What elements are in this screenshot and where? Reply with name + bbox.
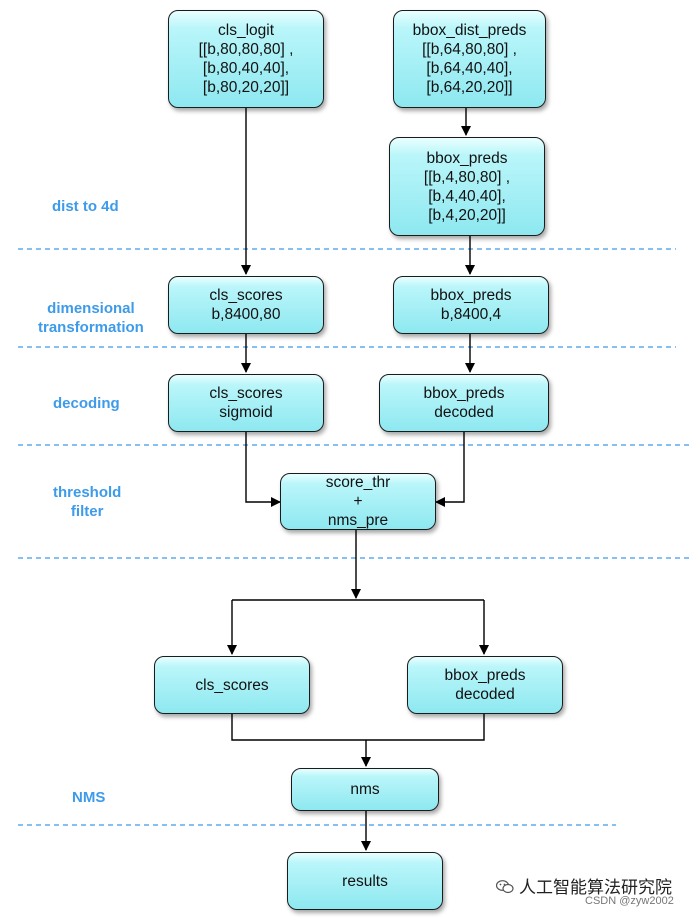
node-text: results xyxy=(342,872,388,890)
stage-label-text: decoding xyxy=(53,395,120,412)
node-score-thr-nms-pre: score_thr + nms_pre xyxy=(280,473,436,530)
node-text: cls_logit xyxy=(218,22,274,39)
node-text: bbox_preds xyxy=(444,667,526,684)
stage-label-dimensional-transformation: dimensional transformation xyxy=(38,299,144,337)
node-text: decoded xyxy=(434,404,494,421)
watermark: 人工智能算法研究院 xyxy=(496,873,672,898)
node-text: [b,4,20,20]] xyxy=(428,206,506,224)
credit-text: CSDN @zyw2002 xyxy=(585,895,674,907)
node-text: + xyxy=(353,493,363,510)
node-text: [b,4,40,40], xyxy=(428,187,506,205)
node-text: [b,64,20,20]] xyxy=(426,79,513,96)
node-text: cls_scores xyxy=(209,385,283,402)
stage-label-text: dist to 4d xyxy=(52,198,119,215)
node-text: cls_scores xyxy=(209,287,283,304)
stage-label-dist-to-4d: dist to 4d xyxy=(52,197,119,216)
node-text: score_thr xyxy=(325,474,391,491)
node-text: decoded xyxy=(455,686,515,703)
node-nms: nms xyxy=(291,768,439,811)
stage-label-text: dimensional xyxy=(47,300,135,317)
node-text: bbox_preds xyxy=(423,385,505,402)
node-text: bbox_dist_preds xyxy=(412,22,527,39)
arrow-decoded-to-threshold xyxy=(435,432,465,507)
node-text: sigmoid xyxy=(219,404,273,421)
node-results: results xyxy=(287,852,443,910)
node-text: [[b,80,80,80] , xyxy=(198,41,294,58)
stage-label-text: transformation xyxy=(38,319,144,336)
watermark-text: 人工智能算法研究院 xyxy=(519,878,672,897)
node-text: cls_scores xyxy=(195,676,269,694)
stage-label-text: filter xyxy=(70,503,104,520)
node-bbox-preds-flat: bbox_preds b,8400,4 xyxy=(393,276,549,334)
node-text: [b,64,40,40], xyxy=(426,60,513,77)
stage-label-text: threshold xyxy=(53,484,122,501)
node-text: b,8400,4 xyxy=(440,306,502,323)
node-text: bbox_preds xyxy=(426,149,508,167)
node-text: [b,80,20,20]] xyxy=(202,79,290,96)
node-text: [b,80,40,40], xyxy=(202,60,290,77)
stage-label-nms: NMS xyxy=(72,788,105,807)
node-bbox-preds-filtered: bbox_preds decoded xyxy=(407,656,563,714)
node-text: [[b,4,80,80] , xyxy=(423,168,511,186)
node-bbox-preds-decoded: bbox_preds decoded xyxy=(379,374,549,432)
merge-line xyxy=(231,714,485,741)
node-text: nms xyxy=(350,781,380,798)
node-cls-scores-filtered: cls_scores xyxy=(154,656,310,714)
stage-label-text: NMS xyxy=(72,789,106,806)
node-text: [[b,64,80,80] , xyxy=(422,41,517,58)
node-bbox-preds-4d: bbox_preds [[b,4,80,80] , [b,4,40,40], [… xyxy=(389,137,545,236)
node-text: nms_pre xyxy=(327,512,389,529)
node-bbox-dist-preds: bbox_dist_preds [[b,64,80,80] , [b,64,40… xyxy=(393,10,546,108)
node-cls-scores-flat: cls_scores b,8400,80 xyxy=(168,276,324,334)
node-text: b,8400,80 xyxy=(211,306,281,323)
stage-label-decoding: decoding xyxy=(53,394,120,413)
stage-label-threshold-filter: threshold filter xyxy=(53,483,121,521)
node-text: bbox_preds xyxy=(430,287,512,304)
node-cls-scores-sigmoid: cls_scores sigmoid xyxy=(168,374,324,432)
node-cls-logit: cls_logit [[b,80,80,80] , [b,80,40,40], … xyxy=(168,10,324,108)
wechat-icon xyxy=(496,880,514,894)
arrow-sigmoid-to-threshold xyxy=(245,432,281,507)
